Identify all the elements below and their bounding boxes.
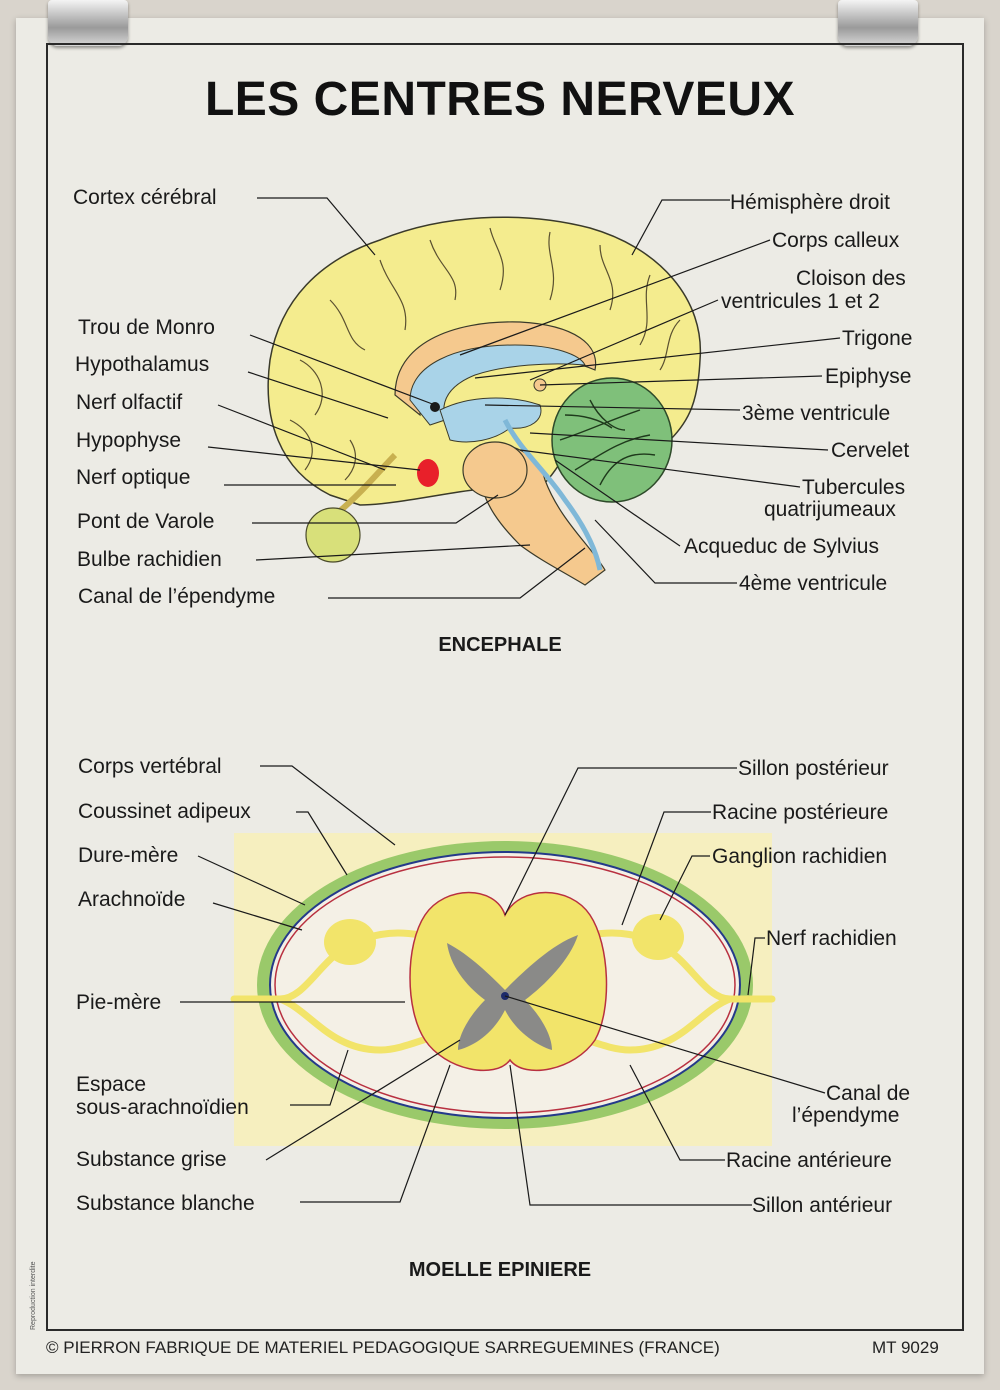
label-hypophyse: Hypophyse	[76, 429, 182, 452]
brain-illustration	[207, 197, 841, 599]
spinal-cord-illustration	[180, 765, 826, 1206]
footer-code: MT 9029	[872, 1338, 939, 1357]
label-ganglion-rachidien: Ganglion rachidien	[712, 845, 888, 868]
hypophysis	[417, 459, 439, 487]
arachnoid	[274, 856, 736, 1114]
label-sillon-posterieur: Sillon postérieur	[738, 757, 889, 780]
label-canal-de: Canal de	[826, 1082, 911, 1105]
label-sous-arachnoidien: sous-arachnoïdien	[76, 1096, 249, 1119]
section-title-moelle: MOELLE EPINIERE	[408, 1259, 592, 1281]
label-espace: Espace	[76, 1073, 147, 1096]
label-pie-mere: Pie-mère	[76, 991, 162, 1014]
label-substance-grise: Substance grise	[76, 1148, 227, 1171]
label-nerf-optique: Nerf optique	[76, 466, 191, 489]
label-cortex-cerebral: Cortex cérébral	[73, 186, 217, 209]
white-matter	[409, 891, 608, 1072]
label-dure-mere: Dure-mère	[78, 844, 179, 867]
label-3eme-ventricule: 3ème ventricule	[742, 402, 891, 425]
label-coussinet-adipeux: Coussinet adipeux	[78, 800, 251, 823]
label-trou-de-monro: Trou de Monro	[78, 316, 215, 339]
label-cervelet: Cervelet	[831, 439, 910, 462]
binder-clip-left	[48, 0, 128, 46]
footer-publisher: © PIERRON FABRIQUE DE MATERIEL PEDAGOGIQ…	[46, 1338, 720, 1357]
ganglion-left	[324, 919, 376, 965]
label-l-ependyme: l’épendyme	[792, 1104, 900, 1127]
label-arachnoide: Arachnoïde	[78, 888, 186, 911]
label-bulbe-rachidien: Bulbe rachidien	[77, 548, 222, 571]
third-ventricle	[439, 397, 542, 443]
lateral-ventricle	[409, 344, 586, 426]
label-canal-ependyme-brain: Canal de l’épendyme	[78, 585, 276, 608]
poster-title: LES CENTRES NERVEUX	[204, 73, 796, 126]
label-corps-calleux: Corps calleux	[772, 229, 900, 252]
poster-border	[46, 43, 964, 1331]
label-tubercules: Tubercules	[802, 476, 906, 499]
label-hypothalamus: Hypothalamus	[75, 353, 210, 376]
label-trigone: Trigone	[842, 327, 913, 350]
olfactory-nerve	[333, 452, 398, 518]
side-note: Reproduction interdite	[30, 1261, 37, 1331]
label-nerf-rachidien: Nerf rachidien	[766, 927, 897, 950]
label-acqueduc-de-sylvius: Acqueduc de Sylvius	[684, 535, 879, 558]
label-nerf-olfactif: Nerf olfactif	[76, 391, 183, 414]
label-ventricules-1-et-2: ventricules 1 et 2	[721, 290, 880, 313]
label-4eme-ventricule: 4ème ventricule	[739, 572, 888, 595]
label-corps-vertebral: Corps vertébral	[78, 755, 222, 778]
olfactory-bulb	[305, 507, 361, 563]
label-quatrijumeaux: quatrijumeaux	[764, 498, 896, 521]
label-epiphyse: Epiphyse	[825, 365, 912, 388]
label-cloison-des: Cloison des	[796, 267, 906, 290]
cerebellum	[551, 377, 673, 503]
label-racine-posterieure: Racine postérieure	[712, 801, 889, 824]
binder-clip-right	[838, 0, 918, 46]
label-sillon-anterieur: Sillon antérieur	[752, 1194, 893, 1217]
label-pont-de-varole: Pont de Varole	[77, 510, 215, 533]
label-racine-anterieure: Racine antérieure	[726, 1149, 892, 1172]
aqueduct	[502, 418, 603, 571]
label-hemisphere-droit: Hémisphère droit	[730, 191, 890, 214]
grey-matter	[447, 935, 578, 1050]
pons	[462, 441, 528, 499]
ganglion-right	[632, 914, 684, 960]
section-title-encephale: ENCEPHALE	[438, 634, 562, 656]
label-substance-blanche: Substance blanche	[76, 1192, 255, 1215]
